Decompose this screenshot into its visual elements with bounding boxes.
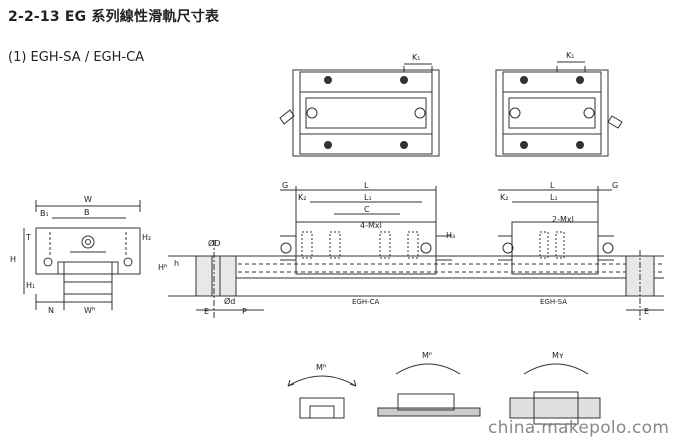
end-view: W B B₁ H T H₁ H₂ N Wᴿ: [10, 195, 151, 315]
section-title: 2-2-13 EG 系列線性滑軌尺寸表: [8, 9, 220, 25]
moment-mp-label: Mᴾ: [422, 351, 432, 360]
dim-k1-a: K₁: [412, 53, 420, 62]
dim-n: N: [48, 306, 54, 315]
dim-c: C: [364, 205, 370, 214]
dim-h-small: h: [174, 259, 179, 268]
moment-mp: Mᴾ: [377, 351, 481, 417]
moment-my-label: Mʏ: [552, 351, 564, 360]
model-title: (1) EGH-SA / EGH-CA: [8, 50, 145, 65]
dim-d-big: ØD: [208, 238, 220, 248]
side-view: ØD Ød Hᴿ h E P G L K₂ L₁ C 4-Mxl H₃ EGH-…: [158, 181, 664, 320]
dim-k2-sa: K₂: [500, 193, 508, 202]
dim-mxl2: 2-Mxl: [552, 215, 574, 224]
dim-p: P: [242, 307, 247, 316]
dim-l-sa: L: [550, 181, 555, 190]
dim-w: W: [84, 195, 92, 204]
dim-d-small: Ød: [224, 296, 235, 306]
dim-mxl4: 4-Mxl: [360, 221, 382, 230]
dim-e-left: E: [204, 307, 209, 316]
top-view-ca: K₁: [279, 53, 440, 157]
dim-e-right: E: [644, 307, 649, 316]
label-egh-sa: EGH-SA: [540, 298, 567, 306]
dim-wr: Wᴿ: [84, 306, 96, 315]
dim-h1: H₁: [26, 281, 35, 290]
dim-hr: Hᴿ: [158, 263, 168, 272]
dim-k1-b: K₁: [566, 51, 574, 60]
moment-mr-label: Mᴿ: [316, 363, 327, 372]
dim-g-left: G: [282, 181, 288, 190]
dim-g-right: G: [612, 181, 618, 190]
dim-t: T: [25, 233, 31, 242]
dim-l-ca: L: [364, 181, 369, 190]
moment-my: Mʏ: [509, 351, 601, 425]
dim-k2-ca: K₂: [298, 193, 306, 202]
dim-b1: B₁: [40, 209, 49, 218]
dim-l1-ca: L₁: [364, 193, 372, 202]
dim-h3: H₃: [446, 231, 455, 240]
dim-h: H: [10, 255, 16, 264]
watermark: china.makepolo.com: [488, 418, 670, 438]
moment-mr: Mᴿ: [287, 363, 357, 419]
dim-l1-sa: L₁: [550, 193, 558, 202]
dim-b: B: [84, 208, 90, 217]
dim-h2: H₂: [142, 233, 151, 242]
top-view-sa: K₁: [495, 51, 623, 157]
label-egh-ca: EGH-CA: [352, 298, 380, 306]
